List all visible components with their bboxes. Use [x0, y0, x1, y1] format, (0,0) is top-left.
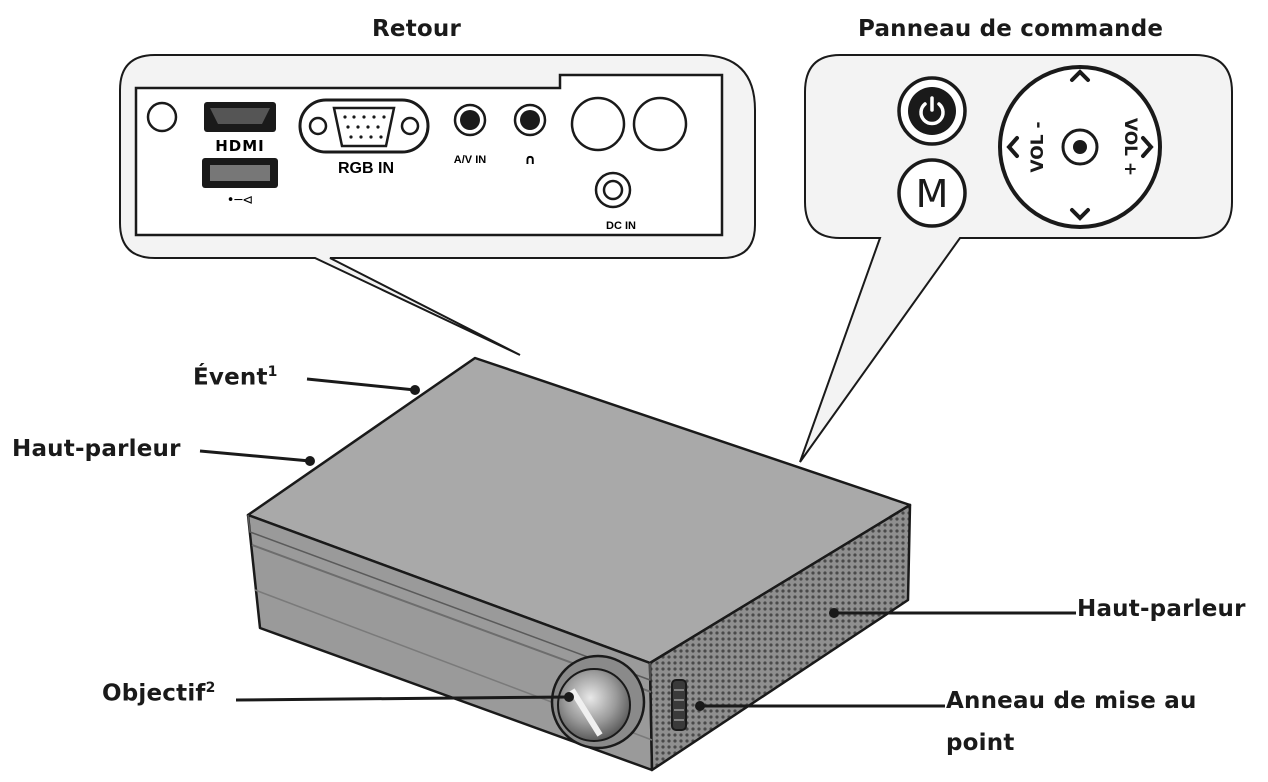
dc-in-label: DC IN — [606, 220, 636, 232]
projector-body — [246, 356, 912, 772]
vent-text: Évent — [193, 364, 268, 391]
power-button — [897, 76, 967, 146]
focus-ring-label-line1: Anneau de mise au — [946, 688, 1197, 714]
speaker-right-label: Haut-parleur — [1077, 596, 1246, 622]
control-panel-callout: M VOL - VOL + — [799, 54, 1233, 463]
hdmi-logo: HDMI — [215, 137, 265, 155]
chevron-right-icon — [1141, 136, 1154, 158]
vol-plus-label: VOL + — [1120, 118, 1140, 176]
rgb-in-label: RGB IN — [338, 160, 394, 177]
usb-icon: •─⊲ — [227, 193, 253, 208]
round-port-left — [570, 96, 626, 152]
back-panel-title: Retour — [372, 16, 462, 42]
projector-side — [648, 503, 912, 772]
menu-button: M — [897, 158, 967, 228]
control-panel-title: Panneau de commande — [858, 16, 1164, 42]
rgb-in-port — [298, 98, 430, 154]
menu-label: M — [916, 172, 949, 216]
vent-footnote: 1 — [267, 364, 278, 380]
headphone-jack — [513, 103, 547, 137]
back-panel-callout: HDMI •─⊲ RGB IN A/V IN — [119, 54, 756, 356]
chevron-down-icon — [1070, 208, 1090, 221]
ir-sensor — [146, 101, 178, 133]
power-icon — [919, 96, 945, 126]
lens — [550, 654, 646, 750]
vol-minus-label: VOL - — [1028, 121, 1048, 172]
vent-label: Évent1 — [193, 364, 278, 391]
hdmi-port — [204, 102, 276, 132]
dc-in-jack — [594, 171, 632, 209]
headphone-icon: ∩ — [524, 152, 535, 168]
focus-ring — [671, 679, 687, 731]
lens-footnote: 2 — [205, 680, 216, 696]
chevron-left-icon — [1006, 136, 1019, 158]
chevron-up-icon — [1070, 69, 1090, 82]
usb-port — [202, 158, 278, 188]
focus-ring-label-line2: point — [946, 730, 1015, 756]
speaker-left-label: Haut-parleur — [12, 436, 181, 462]
round-port-right — [632, 96, 688, 152]
av-in-label: A/V IN — [454, 154, 486, 166]
leader-lines — [199, 377, 1076, 711]
navigation-dpad: VOL - VOL + — [998, 65, 1162, 229]
lens-label: Objectif2 — [102, 680, 216, 707]
lens-text: Objectif — [102, 680, 206, 707]
av-in-jack — [453, 103, 487, 137]
